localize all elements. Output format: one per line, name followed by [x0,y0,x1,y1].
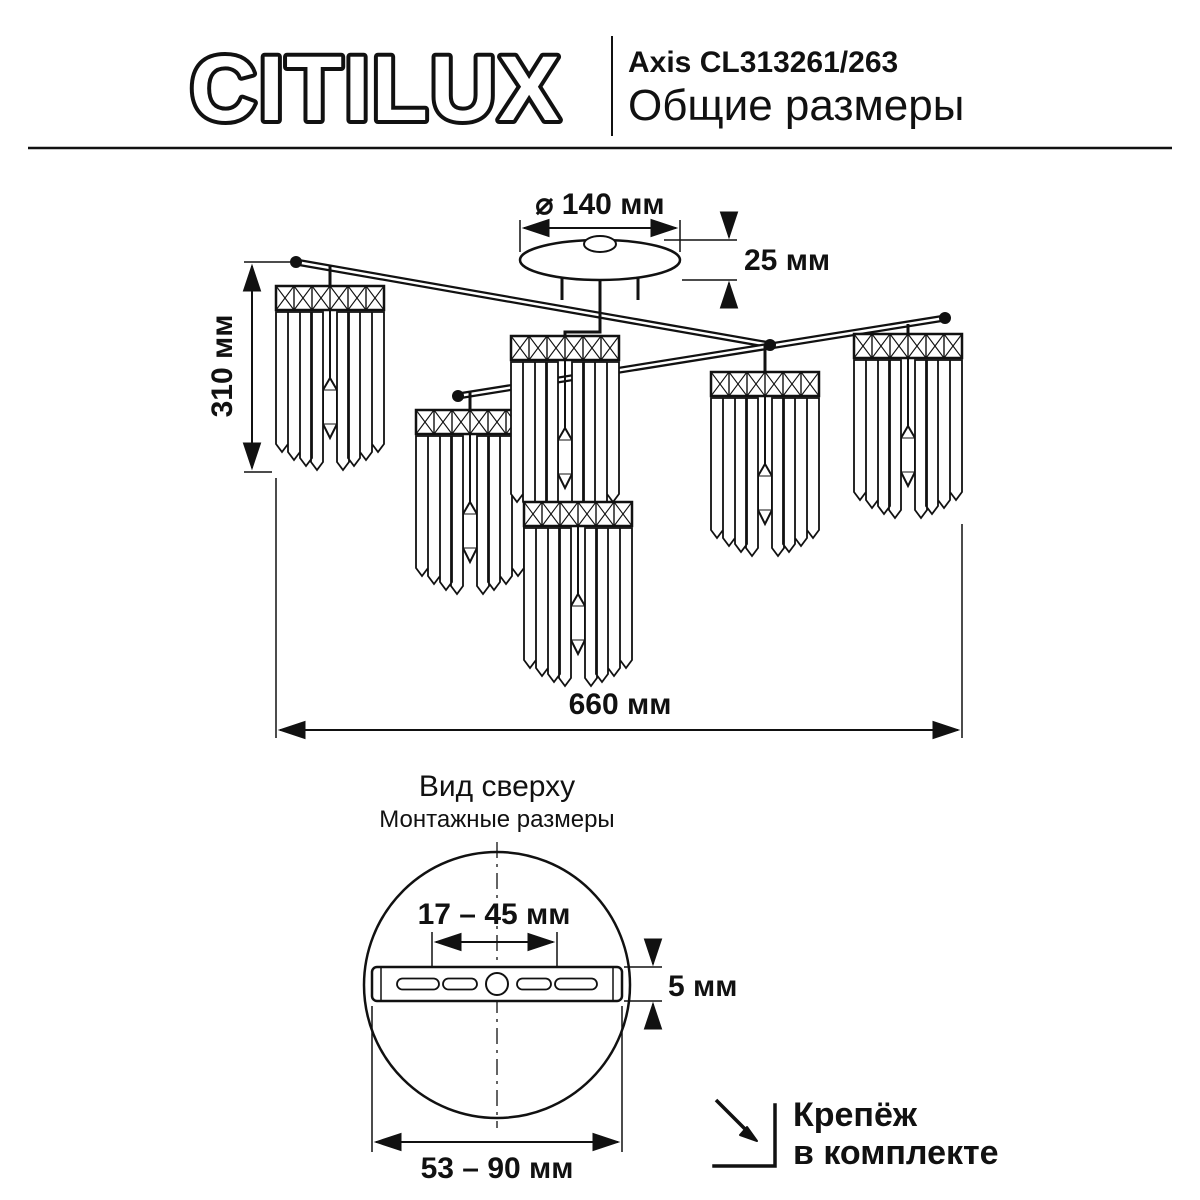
shade-6 [852,332,964,520]
model-number: Axis CL313261/263 [628,46,898,79]
shade-1 [274,284,386,472]
top-view: Вид сверху Монтажные размеры 17 – 45 мм [362,770,737,1185]
dim-plate-length: 53 – 90 мм [371,1006,623,1185]
plate-thickness-label: 5 мм [668,970,737,1003]
header: CITILUX Axis CL313261/263 Общие размеры [28,34,1172,150]
dim-fixture-width: 660 мм [275,478,963,740]
dim-fixture-height: 310 мм [206,261,290,473]
fasteners-label-line1: Крепёж [793,1096,918,1134]
dim-canopy-diameter: ⌀ 140 мм [519,188,681,252]
dim-slot-spacing: 17 – 45 мм [418,898,571,966]
chandelier-elevation: ⌀ 140 мм 25 мм 310 мм 660 мм [206,188,964,740]
mounting-plate [370,965,624,1003]
shade-3 [509,334,621,522]
top-view-subtitle: Монтажные размеры [379,806,614,833]
fasteners-icon [712,1098,777,1168]
shade-4 [522,500,634,688]
plate-length-label: 53 – 90 мм [421,1152,574,1185]
citilux-logo: CITILUX [190,38,562,140]
fasteners-note: Крепёж в комплекте [712,1096,999,1172]
ceiling-canopy [518,235,682,306]
dim-canopy-height: 25 мм [664,211,830,309]
fixture-height-label: 310 мм [206,315,239,418]
canopy-height-label: 25 мм [744,244,830,277]
shade-5 [709,370,821,558]
canopy-diameter-label: ⌀ 140 мм [535,188,664,221]
slot-spacing-label: 17 – 45 мм [418,898,571,931]
fixture-width-label: 660 мм [569,688,672,721]
fasteners-label-line2: в комплекте [793,1134,999,1172]
dim-plate-thickness: 5 мм [624,938,737,1030]
page-title: Общие размеры [628,81,964,130]
shade-2 [414,408,526,596]
top-view-title: Вид сверху [419,770,575,803]
